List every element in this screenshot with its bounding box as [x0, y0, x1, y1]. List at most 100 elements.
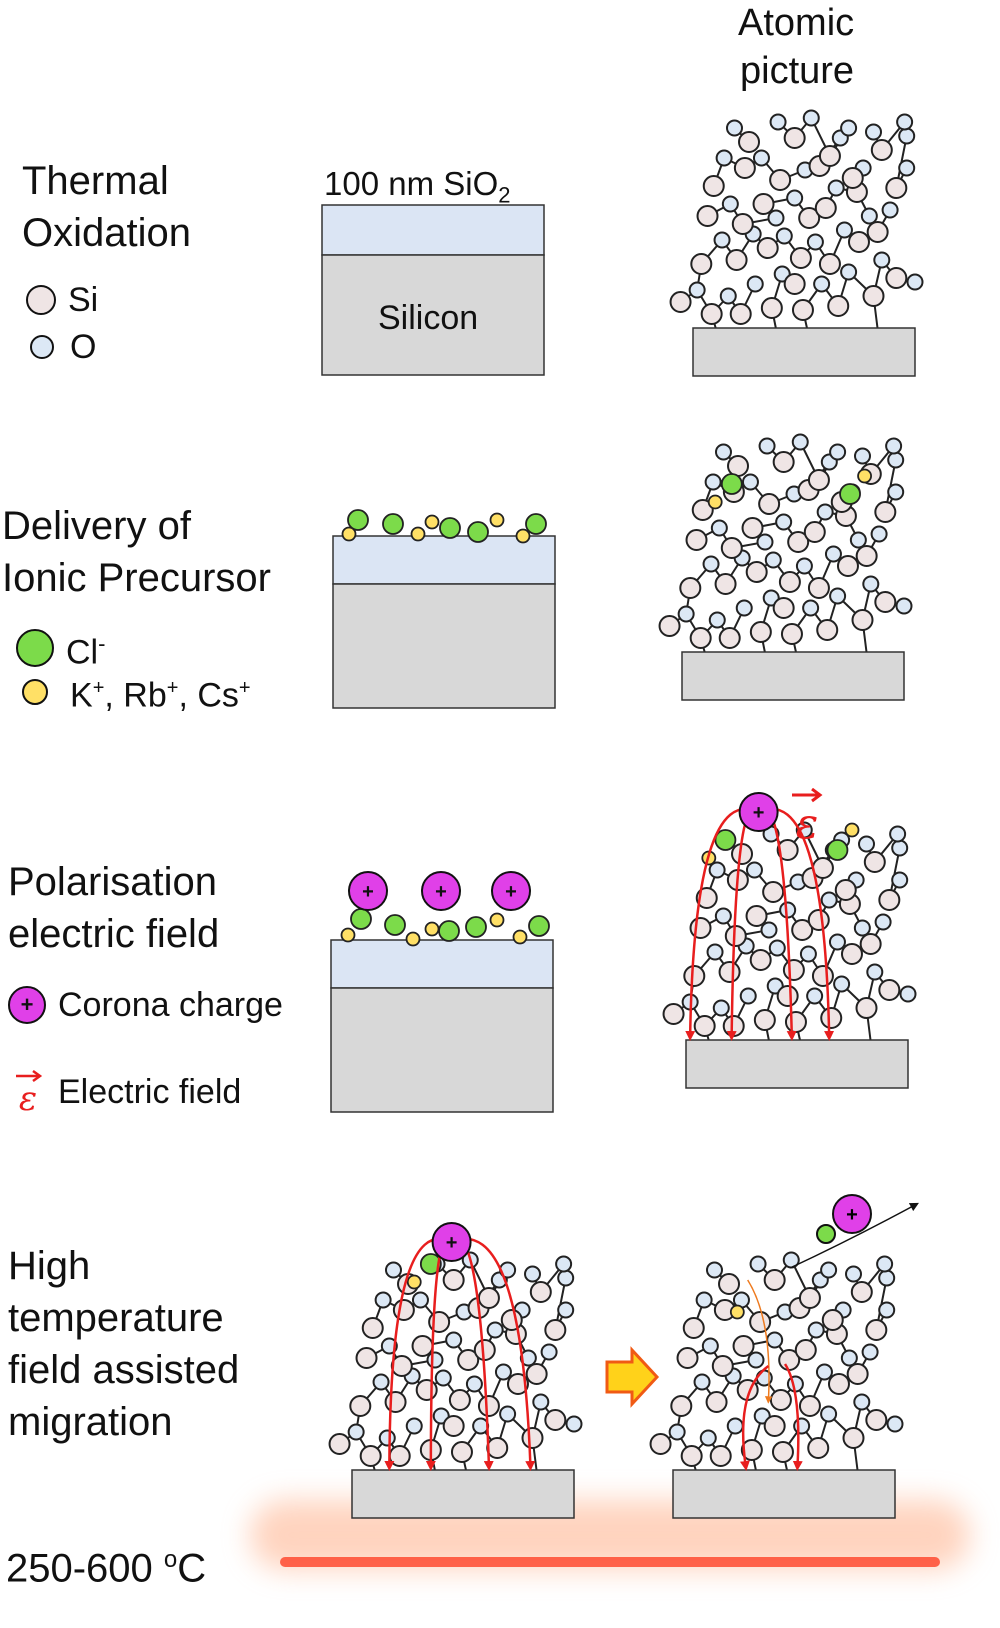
- si-atom: [818, 253, 841, 275]
- si-atom: [769, 1389, 792, 1411]
- o-atom: [775, 513, 793, 531]
- o-atom: [668, 1423, 686, 1441]
- o-atom: [835, 221, 853, 239]
- chloride-ion: [439, 517, 461, 539]
- legend-cations-label: K+, Rb+, Cs+: [70, 668, 251, 715]
- o-atom: [885, 437, 903, 455]
- o-atom: [557, 1269, 575, 1287]
- si-atom: [349, 1395, 372, 1417]
- electric-field-icon: ε: [16, 1070, 43, 1114]
- si-atom: [816, 619, 839, 641]
- si-atom: [865, 1409, 888, 1431]
- atomic-network-3: +: [662, 792, 917, 1089]
- si-atom: [814, 197, 837, 219]
- o-atom: [820, 891, 838, 909]
- o-atom: [719, 287, 737, 305]
- si-atom: [763, 1415, 786, 1437]
- si-atom: [780, 623, 803, 645]
- si-atom: [670, 1395, 693, 1417]
- si-atom: [771, 1441, 794, 1463]
- o-atom: [795, 557, 813, 575]
- si-atom: [866, 221, 889, 243]
- o-atom: [384, 1261, 402, 1279]
- si-atom: [690, 253, 713, 275]
- o-atom: [899, 985, 917, 1003]
- silicon-substrate: [321, 254, 545, 376]
- process-arrow: [605, 1346, 660, 1408]
- si-atom: [821, 1309, 844, 1331]
- sep-2: ,: [178, 676, 198, 715]
- si-atom: [473, 1339, 496, 1361]
- si-atom: [731, 213, 754, 235]
- si-atom: [776, 985, 799, 1007]
- o-atom: [799, 945, 817, 963]
- legend-si: Si: [26, 280, 98, 320]
- si-atom: [718, 961, 741, 983]
- si-atom: [700, 303, 723, 325]
- o-atom: [873, 251, 891, 269]
- rubidium-text: Rb: [123, 676, 167, 715]
- o-atom: [802, 599, 820, 617]
- si-atom: [827, 295, 850, 317]
- o-atom: [735, 599, 753, 617]
- si-atom: [477, 1395, 500, 1417]
- cation-ion: [405, 931, 421, 947]
- o-atom: [895, 597, 913, 615]
- si-atom: [847, 231, 870, 253]
- si-atom: [718, 627, 741, 649]
- si-atom: [752, 193, 775, 215]
- o-atom: [828, 933, 846, 951]
- departing-corona: [832, 1194, 872, 1234]
- legend-corona: + Corona charge: [8, 985, 283, 1025]
- si-atom: [649, 1433, 672, 1455]
- cation-ion: [515, 528, 531, 544]
- atomic-network-2: [658, 433, 913, 701]
- si-atom: [457, 1349, 480, 1371]
- si-atom: [807, 577, 830, 599]
- si-atom: [738, 131, 761, 153]
- si-atom: [693, 1015, 716, 1037]
- si-atom: [791, 919, 814, 941]
- row4-title-line3: field assisted: [8, 1348, 240, 1392]
- o-atom: [860, 207, 878, 225]
- o-atom: [845, 1265, 863, 1283]
- si-atom: [741, 517, 764, 539]
- o-atom: [824, 545, 842, 563]
- silicon-substrate: [672, 1469, 896, 1519]
- o-atom: [519, 1349, 537, 1367]
- si-atom: [772, 597, 795, 619]
- si-atom: [683, 965, 706, 987]
- si-atom: [525, 1363, 548, 1385]
- si-atom: [749, 949, 772, 971]
- o-atom: [758, 437, 776, 455]
- o-atom: [786, 189, 804, 207]
- si-atom: [878, 889, 901, 911]
- o-atom: [741, 473, 759, 491]
- o-atom: [752, 149, 770, 167]
- o-atom: [445, 1331, 463, 1349]
- o-atom: [565, 1415, 583, 1433]
- chloride-ion: [382, 513, 404, 535]
- si-atom: [544, 1319, 567, 1341]
- o-atom: [807, 1321, 825, 1339]
- o-atom: [693, 1373, 711, 1391]
- cation-ion: [707, 494, 723, 510]
- row2-title-line2: Ionic Precursor: [2, 556, 271, 600]
- silicon-substrate: [685, 1039, 909, 1089]
- si-atom: [388, 1445, 411, 1467]
- row3-title: Polarisation electric field: [8, 856, 219, 960]
- si-atom: [691, 499, 714, 521]
- o-atom: [713, 231, 731, 249]
- o-atom: [870, 525, 888, 543]
- si-atom: [500, 1309, 523, 1331]
- temperature-unit: C: [177, 1546, 207, 1591]
- si-atom: [789, 247, 812, 269]
- chloride-ion: [465, 916, 487, 938]
- cation-ion: [424, 921, 440, 937]
- o-atom: [891, 871, 909, 889]
- si-atom: [442, 1269, 465, 1291]
- o-atom: [712, 999, 730, 1017]
- si-atom: [798, 1395, 821, 1417]
- o-atom: [858, 835, 876, 853]
- o-atom: [499, 1405, 517, 1423]
